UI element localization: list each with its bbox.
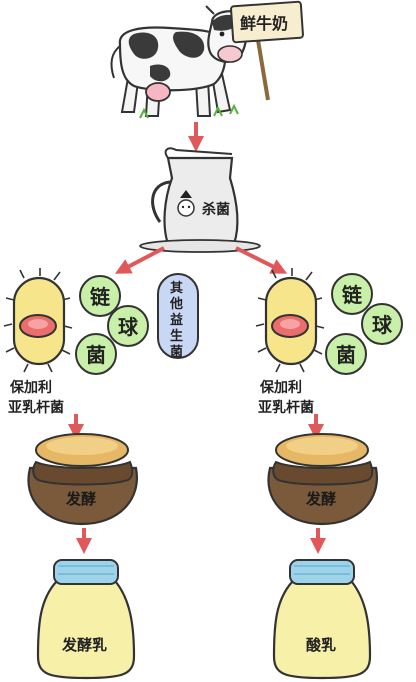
left-pot-label: 发酵 (65, 490, 96, 508)
arrow-pitcher-to-right (235, 246, 288, 274)
left-coccus-char-1: 链 (90, 285, 111, 309)
left-bacillus (3, 268, 73, 373)
probiotic-char-1: 其 (170, 280, 183, 296)
right-bacillus-label-1: 保加利 (259, 379, 302, 396)
left-coccus-char-3: 菌 (86, 343, 106, 367)
right-jar: 酸乳 (272, 559, 372, 680)
left-fermentation-pot: 发酵 (27, 433, 139, 526)
probiotic-char-5: 菌 (170, 344, 183, 360)
right-cocci: 链 球 菌 (325, 273, 403, 375)
pitcher-label: 杀菌 (202, 201, 230, 218)
germ-icon (177, 199, 195, 217)
left-cocci: 链 球 菌 (75, 275, 149, 375)
right-coccus-char-2: 球 (372, 313, 393, 337)
left-jar-label: 发酵乳 (61, 636, 107, 654)
left-bacillus-label-1: 保加利 (9, 379, 52, 396)
pitcher-illustration: 杀菌 (139, 147, 261, 253)
left-bacillus-label-2: 亚乳杆菌 (8, 399, 64, 416)
probiotic-char-4: 生 (170, 328, 183, 344)
milk-sign: 鲜牛奶 (230, 0, 304, 101)
right-pot-label: 发酵 (305, 490, 336, 508)
left-jar: 发酵乳 (36, 559, 136, 680)
probiotic-char-3: 益 (170, 312, 183, 328)
cow-illustration (110, 5, 251, 119)
right-fermentation-pot: 发酵 (267, 433, 379, 526)
left-coccus-char-2: 球 (118, 315, 139, 339)
right-bacillus-label-2: 亚乳杆菌 (258, 399, 314, 416)
right-coccus-char-1: 链 (342, 283, 363, 307)
probiotic-capsule: 其 他 益 生 菌 (157, 273, 199, 360)
sign-text: 鲜牛奶 (240, 14, 288, 33)
arrow-pitcher-to-left (114, 246, 165, 274)
right-coccus-char-3: 菌 (336, 343, 356, 367)
probiotic-char-2: 他 (169, 296, 183, 312)
right-bacillus (255, 268, 325, 373)
right-jar-label: 酸乳 (306, 636, 336, 654)
